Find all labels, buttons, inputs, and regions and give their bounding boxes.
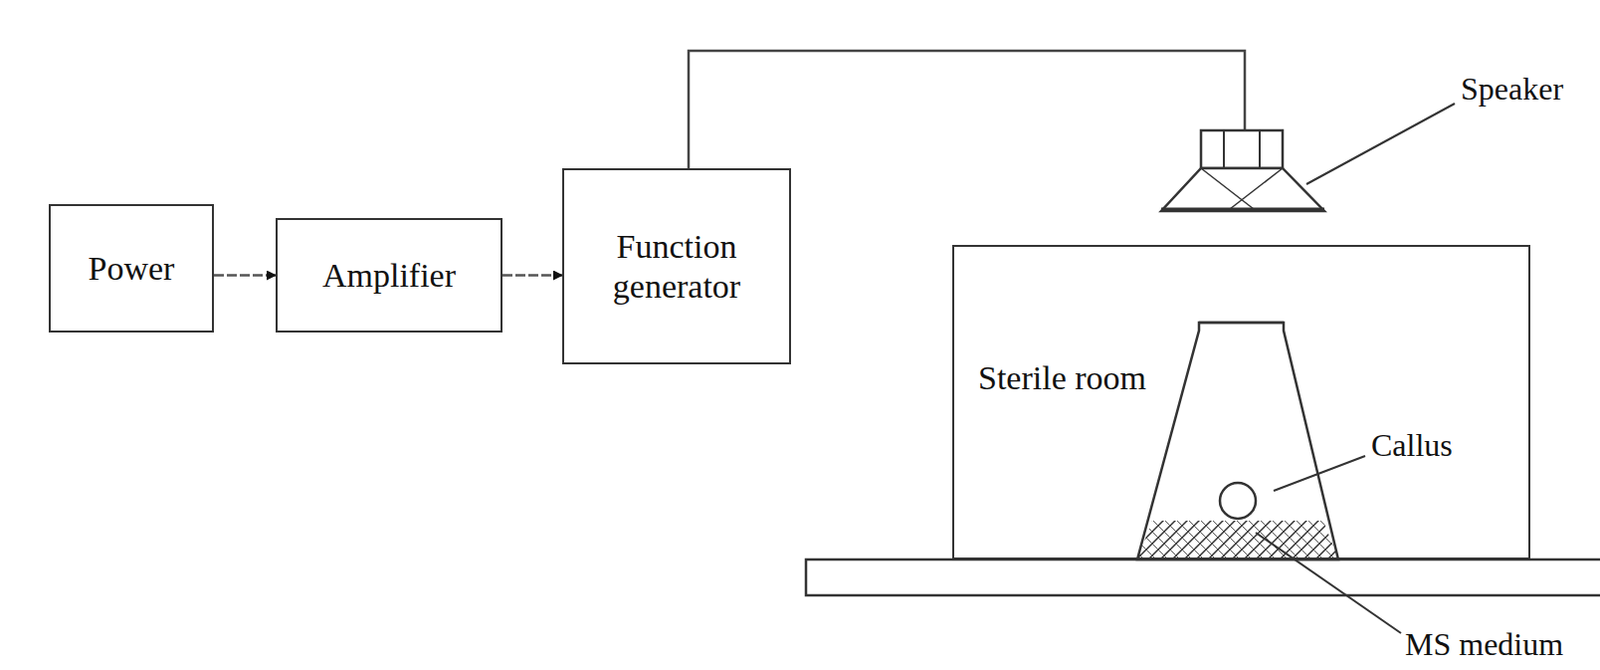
part-label: Speaker xyxy=(1458,71,1566,107)
signal-arrow xyxy=(502,273,563,277)
part-label: Callus xyxy=(1369,427,1455,463)
flask xyxy=(1137,322,1339,560)
leader-line xyxy=(1255,532,1401,633)
signal-arrow xyxy=(213,273,276,277)
box-label: Function generator xyxy=(592,226,762,305)
box-label: Amplifier xyxy=(322,255,456,295)
speaker-symbol xyxy=(1161,130,1325,211)
bench xyxy=(805,559,1600,596)
process-box: Amplifier xyxy=(275,217,503,333)
part-label: MS medium xyxy=(1402,626,1566,662)
process-box: Function generator xyxy=(562,168,792,365)
process-box: Power xyxy=(48,203,214,333)
room-enclosure: Sterile room xyxy=(952,244,1531,560)
room-label: Sterile room xyxy=(978,358,1147,398)
box-label: Power xyxy=(88,248,176,288)
signal-wire xyxy=(688,50,1245,169)
leader-line xyxy=(1273,455,1366,491)
leader-line xyxy=(1306,103,1455,185)
